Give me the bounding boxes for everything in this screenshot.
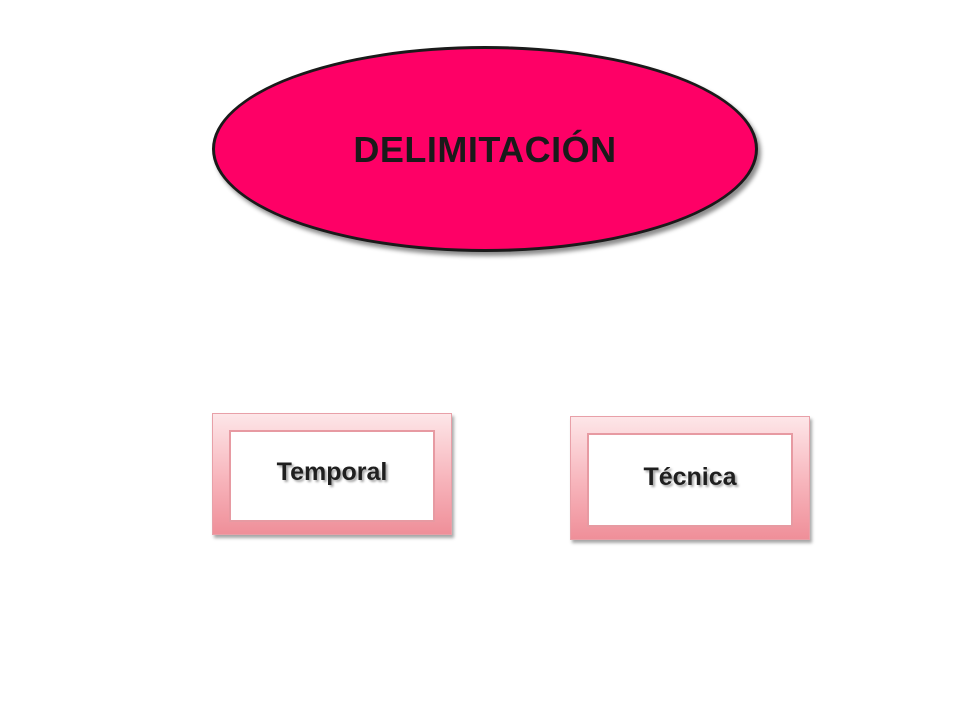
tecnica-label: Técnica [643,462,737,491]
temporal-label: Temporal [276,457,388,486]
tecnica-box: Técnica [570,416,810,540]
main-node-label: DELIMITACIÓN [353,129,617,170]
temporal-box: Temporal [212,413,452,535]
delimitacion-ellipse: DELIMITACIÓN [212,46,758,252]
temporal-box-inner: Temporal [229,430,435,522]
tecnica-box-inner: Técnica [587,433,793,527]
